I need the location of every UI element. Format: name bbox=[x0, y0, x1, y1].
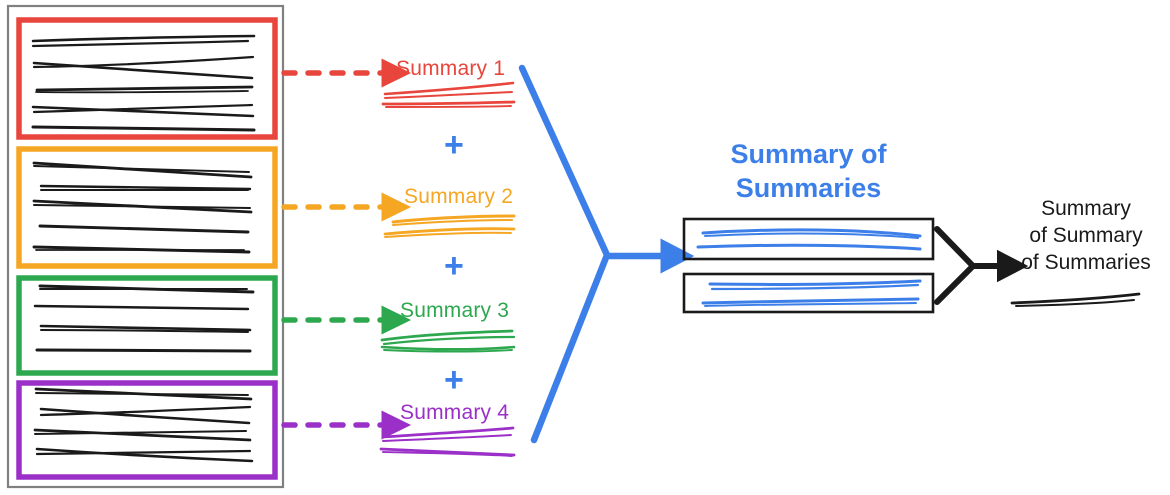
final-output-title-line1: Summary bbox=[1041, 197, 1131, 220]
summary-2-squiggle bbox=[383, 214, 516, 238]
summary-1-label: Summary 1 bbox=[396, 57, 506, 80]
final-output-title-line3: of Summaries bbox=[1021, 250, 1151, 274]
plus-sign-2: + bbox=[444, 247, 464, 285]
document-group-4-lines bbox=[33, 387, 254, 463]
blue-fork-lower-branch bbox=[530, 251, 611, 444]
summary-of-summaries-box-2-lines bbox=[701, 279, 922, 307]
final-output-title-line2: of Summary bbox=[1029, 223, 1143, 247]
source-documents-panel-border bbox=[6, 4, 285, 489]
black-merge-upper-branch bbox=[934, 226, 976, 269]
document-group-3-lines bbox=[33, 284, 255, 353]
summary-of-summaries-title-line2: Summaries bbox=[735, 172, 882, 203]
summary-of-summaries-box-2[interactable] bbox=[682, 272, 935, 314]
summary-of-summaries-box-1-lines bbox=[696, 228, 922, 251]
summary-of-summaries-title-line1: Summary of bbox=[730, 139, 887, 169]
summary-of-summaries-title: Summary of Summaries bbox=[684, 138, 933, 206]
document-group-4-box[interactable] bbox=[16, 380, 278, 480]
document-group-1-lines bbox=[31, 34, 256, 132]
final-output-squiggle bbox=[1010, 292, 1141, 307]
document-group-1-box[interactable] bbox=[16, 17, 278, 140]
plus-sign-3: + bbox=[444, 361, 464, 399]
document-group-2-lines bbox=[32, 161, 253, 254]
summary-4-label: Summary 4 bbox=[400, 401, 510, 424]
summary-of-summaries-box-1[interactable] bbox=[682, 217, 935, 261]
document-group-3-box[interactable] bbox=[16, 275, 278, 376]
blue-fork-upper-branch bbox=[518, 64, 611, 259]
summary-2-label: Summary 2 bbox=[404, 185, 514, 208]
summary-3-squiggle bbox=[380, 329, 516, 353]
summary-1-squiggle bbox=[381, 81, 516, 108]
plus-sign-1: + bbox=[444, 126, 464, 164]
summary-4-squiggle bbox=[379, 426, 516, 457]
summary-3-label: Summary 3 bbox=[400, 299, 510, 322]
black-merge-lower-branch bbox=[934, 263, 976, 305]
final-output-title: Summary of Summary of Summaries bbox=[1010, 196, 1162, 277]
document-group-2-box[interactable] bbox=[16, 146, 278, 269]
